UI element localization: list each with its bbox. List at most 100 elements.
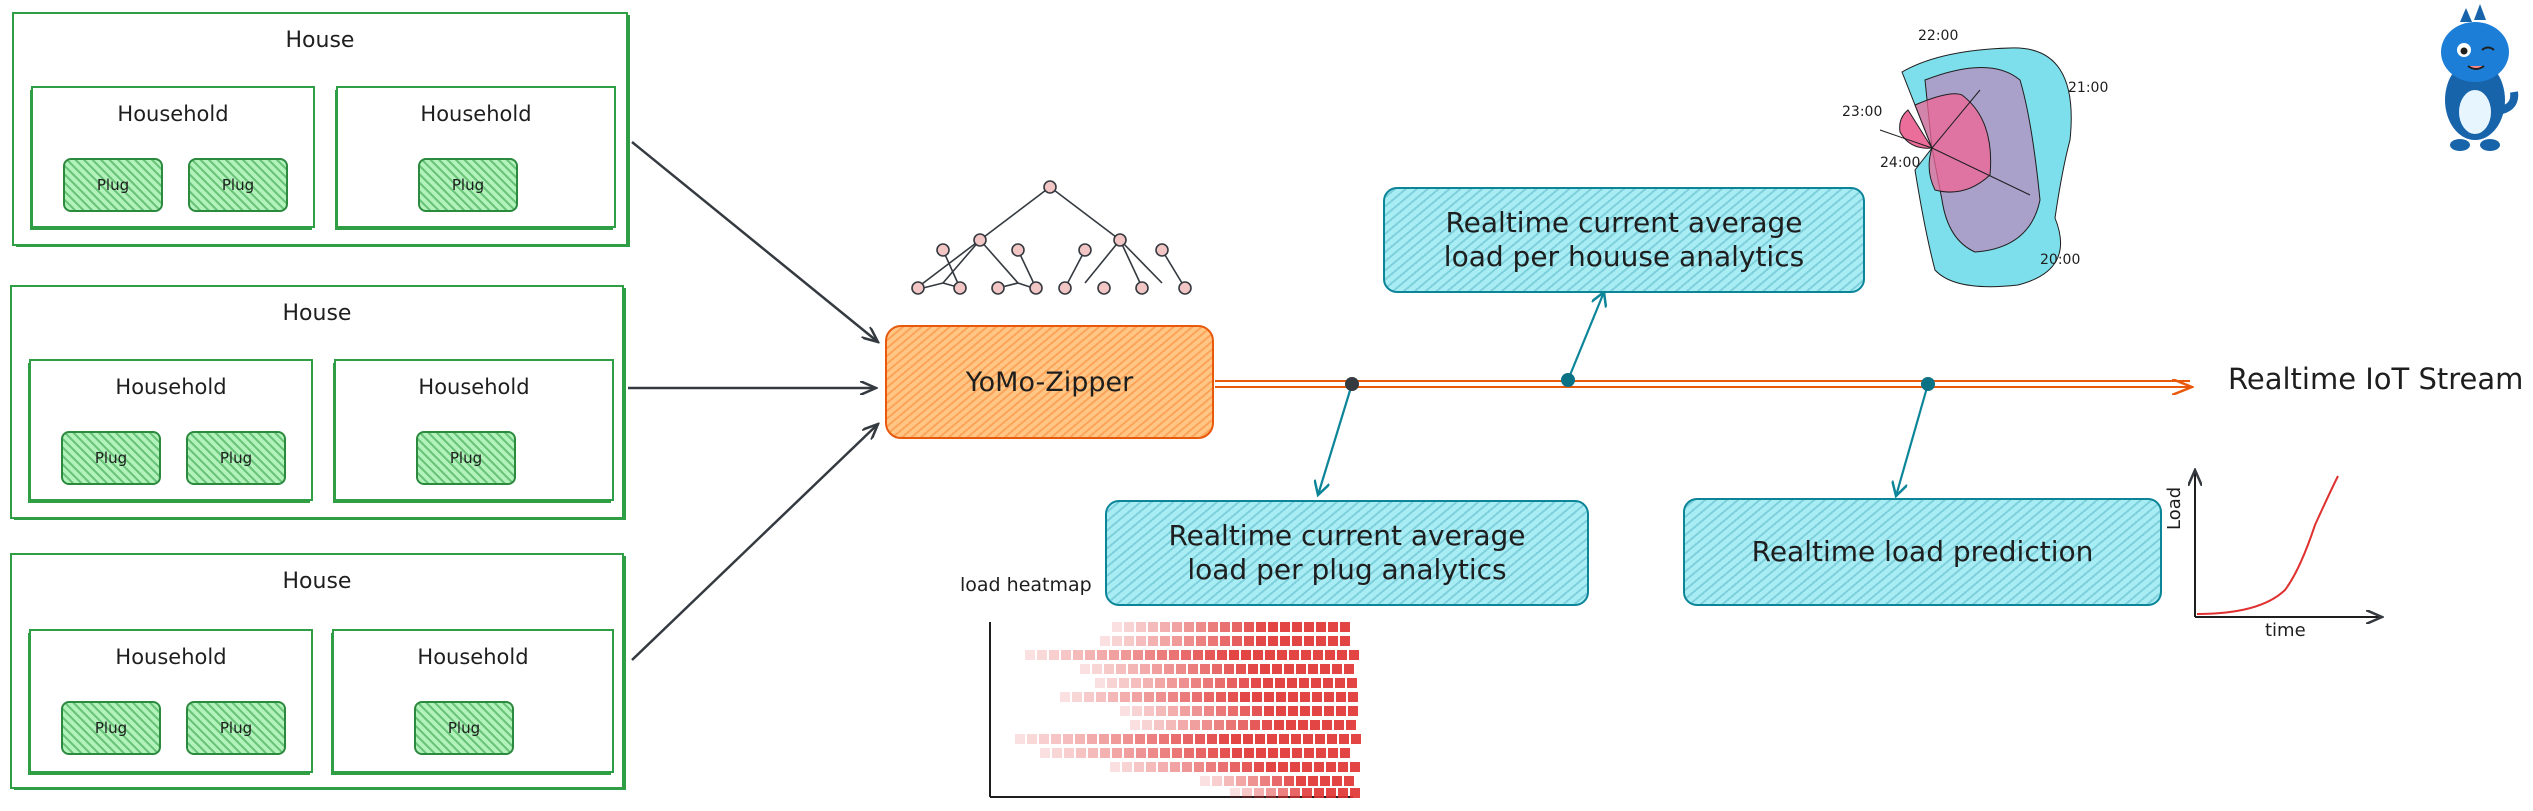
heatmap-cell [1327,734,1337,744]
heatmap-cell [1061,650,1071,660]
heatmap-cell [1324,706,1334,716]
heatmap-cell [1312,692,1322,702]
heatmap-cell [1072,692,1082,702]
heatmap-cell [1230,788,1240,798]
heatmap-cell [1176,664,1186,674]
heatmap-cell [1160,748,1170,758]
heatmap-cell [1254,762,1264,772]
heatmap-cell [1148,636,1158,646]
heatmap-cell [1148,748,1158,758]
heatmap-cell [1120,706,1130,716]
heatmap-cell [1326,762,1336,772]
heatmap-cell [1040,748,1050,758]
heatmap-cell [1232,636,1242,646]
plug: Plug [186,701,286,755]
heatmap-cell [1025,650,1035,660]
heatmap-cell [1236,664,1246,674]
heatmap-cell [1256,748,1266,758]
house-1: House Household Plug Plug Household Plug [12,12,628,246]
heatmap-cell [1076,748,1086,758]
heatmap-cell [1160,636,1170,646]
heatmap-cell [1256,622,1266,632]
heatmap-cell [1275,678,1285,688]
heatmap-cell [1291,734,1301,744]
heatmap-cell [1316,636,1326,646]
heatmap-cell [1284,776,1294,786]
heatmap-cell [1218,762,1228,772]
heatmap-cell [1124,748,1134,758]
heatmap-cell [1182,762,1192,772]
heatmap-cell [1088,748,1098,758]
branch-house-analytics [1566,292,1604,381]
heatmap-cell [1208,622,1218,632]
arrow-house1-zipper [631,141,878,342]
heatmap-cell [1193,650,1203,660]
heatmap-cell [1286,720,1296,730]
heatmap-cell [1242,762,1252,772]
heatmap-cell [1243,734,1253,744]
heatmap-cell [1262,720,1272,730]
heatmap-cell [1164,664,1174,674]
heatmap-cell [1292,622,1302,632]
stream-node-3 [1921,377,1935,391]
heatmap-cell [1248,664,1258,674]
heatmap-cell [1133,650,1143,660]
heatmap-cell [1220,636,1230,646]
heatmap-cell [1204,706,1214,716]
plug-analytics-line2: load per plug analytics [1187,553,1507,586]
heatmap-cell [1216,692,1226,702]
heatmap-cell [1263,678,1273,688]
heatmap-cell [1325,650,1335,660]
stream-node-2 [1561,373,1575,387]
heatmap-cell [1121,650,1131,660]
heatmap-cell [1132,692,1142,702]
heatmap-cell [1215,678,1225,688]
yomo-zipper-box: YoMo-Zipper [885,325,1214,439]
heatmap-cell [1272,664,1282,674]
prediction-chart [2195,470,2382,617]
heatmap-cell [1240,706,1250,716]
heatmap-cell [1242,788,1252,798]
heatmap-cell [1338,788,1348,798]
heatmap-cell [1320,776,1330,786]
heatmap-cell [1338,762,1348,772]
heatmap-cell [1204,692,1214,702]
heatmap-cell [1080,664,1090,674]
heatmap-cell [1296,776,1306,786]
heatmap-cell [1288,692,1298,702]
heatmap-cell [1144,706,1154,716]
heatmap-cell [1120,692,1130,702]
heatmap-cell [1136,748,1146,758]
heatmap-cell [1228,706,1238,716]
heatmap-cell [1178,720,1188,730]
heatmap-cell [1332,664,1342,674]
heatmap-cell [1300,706,1310,716]
heatmap-cell [1184,622,1194,632]
prediction-xlabel: time [2265,620,2306,641]
heatmap-cell [1216,706,1226,716]
household-label: Household [417,645,529,669]
heatmap-cell [1039,734,1049,744]
heatmap-cell [1236,776,1246,786]
heatmap-cell [1288,706,1298,716]
heatmap-cell [1274,720,1284,730]
heatmap-cell [1351,734,1361,744]
heatmap-cell [1092,664,1102,674]
heatmap-cell [1252,706,1262,716]
heatmap-cell [1128,664,1138,674]
heatmap-cell [1304,748,1314,758]
household-label: Household [418,375,530,399]
household: Household Plug [336,86,616,228]
heatmap-cell [1316,622,1326,632]
heatmap-cell [1112,748,1122,758]
heatmap-cell [1336,692,1346,702]
heatmap-cell [1208,636,1218,646]
heatmap-cell [1328,636,1338,646]
heatmap-cell [1290,788,1300,798]
heatmap-cell [1099,734,1109,744]
heatmap-cell [1240,692,1250,702]
house-label: House [282,569,352,594]
heatmap-cell [1220,748,1230,758]
heatmap-cell [1051,734,1061,744]
heatmap-cell [1314,762,1324,772]
